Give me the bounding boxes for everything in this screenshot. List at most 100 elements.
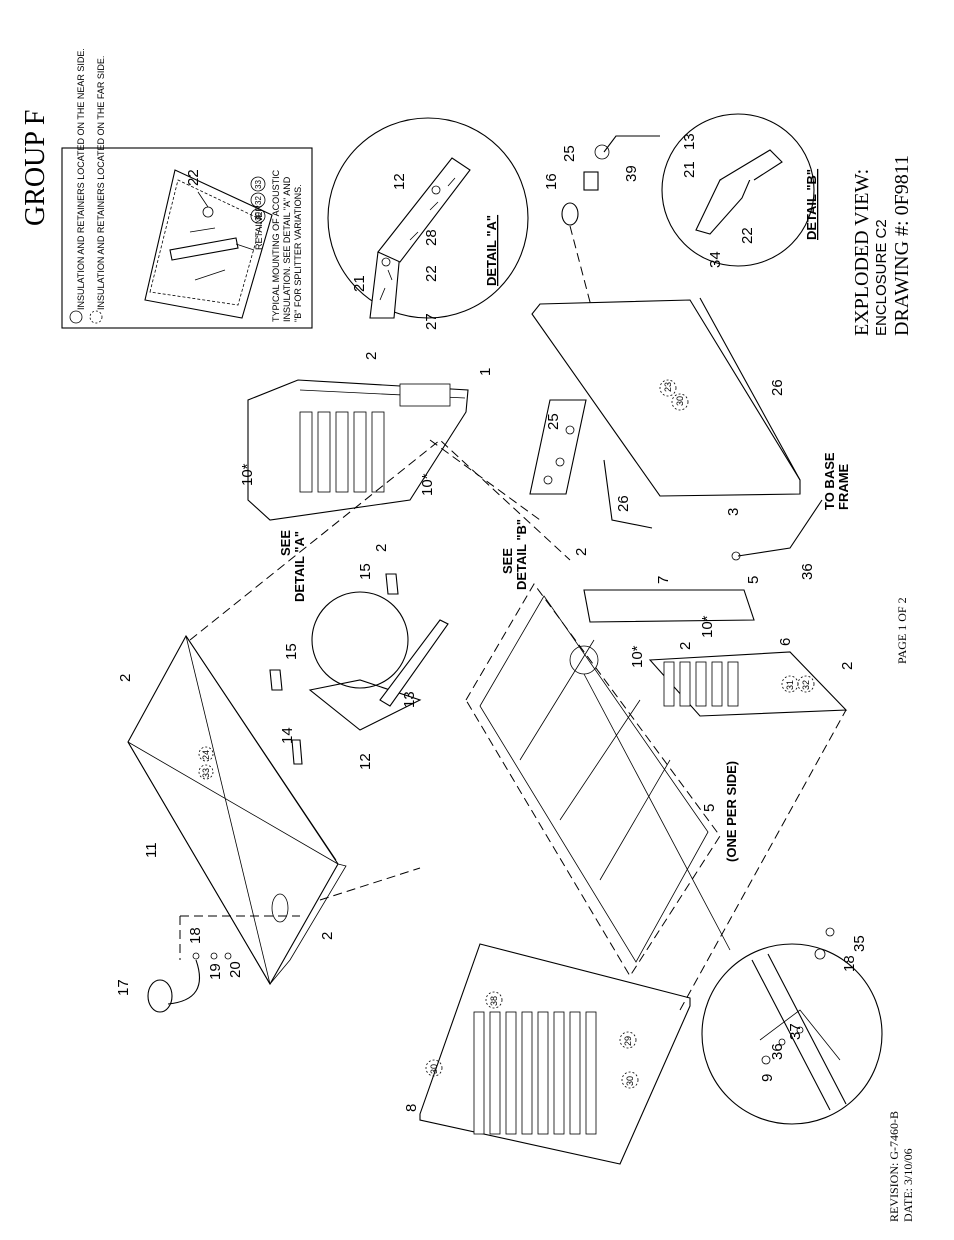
solid-circle-icon [69, 310, 83, 324]
callout-3: 3 [725, 508, 742, 516]
callout-8: 8 [403, 1104, 420, 1112]
revision-line-1: REVISION: G-7460-B [887, 1111, 901, 1222]
callout-2-mid: 2 [373, 544, 390, 552]
circled-30-p8a: 30 [429, 1064, 439, 1074]
callout-25: 25 [545, 413, 562, 430]
detail-a-callout-21: 21 [351, 275, 368, 292]
circled-30-p3: 30 [675, 396, 685, 406]
callout-10-p7a: 10* [629, 645, 646, 668]
detail-a-title: DETAIL "A" [484, 215, 499, 286]
detail-b-callout-34: 34 [707, 251, 724, 268]
to-base-2: FRAME [836, 463, 851, 510]
callout-2-detb: 2 [573, 548, 590, 556]
see-detail-b-1: SEE [500, 548, 515, 574]
detail-c-callout-37: 37 [787, 1023, 804, 1040]
callout-1: 1 [477, 368, 494, 376]
detail-b-callout-13: 13 [681, 133, 698, 150]
detail-a-callout-12: 12 [391, 173, 408, 190]
callout-2-p6: 2 [839, 662, 856, 670]
assembly-dashed-lines [189, 439, 847, 1011]
callout-6: 6 [777, 638, 794, 646]
part-1-side-panel: 1 2 10* 10* [239, 352, 494, 521]
legend-retainer: RETAINER [254, 205, 264, 250]
circled-33: 33 [201, 768, 211, 778]
callout-2-roof: 2 [117, 674, 134, 682]
part-8-front-panel: 30 38 29 30 8 [403, 943, 691, 1165]
callout-19: 19 [207, 963, 224, 980]
revision-line-2: DATE: 3/10/06 [901, 1148, 915, 1222]
callout-13: 13 [401, 691, 418, 708]
base-frame: 5 (ONE PER SIDE) [465, 583, 739, 977]
callout-26-b: 26 [615, 495, 632, 512]
page-number: PAGE 1 OF 2 [895, 597, 909, 664]
circled-32: 32 [801, 680, 811, 690]
callout-2-roof-b: 2 [319, 932, 336, 940]
detail-c-callout-18: 18 [841, 955, 858, 972]
circled-38: 38 [489, 996, 499, 1006]
title-line-3: DRAWING #: 0F9811 [891, 155, 913, 336]
callout-5-left: 5 [701, 804, 718, 812]
callout-10-p7b: 10* [699, 615, 716, 638]
detail-a-callout-22: 22 [423, 265, 440, 282]
callout-20: 20 [227, 961, 244, 978]
callout-7: 7 [655, 576, 672, 584]
title-line-2: ENCLOSURE C2 [873, 219, 890, 336]
detail-c-callout-36: 36 [769, 1043, 786, 1060]
legend-callout-22: 22 [185, 169, 202, 186]
part-25-plate: 25 26 [529, 399, 653, 529]
circled-24: 24 [201, 750, 211, 760]
callout-14: 14 [279, 727, 296, 744]
lifting-eye: 17 18 19 20 [115, 915, 300, 1013]
title-line-1: EXPLODED VIEW: [851, 169, 873, 336]
part-3-panel: 23 30 26 3 [531, 297, 801, 516]
callout-18-top: 18 [187, 927, 204, 944]
detail-c-callout-35: 35 [851, 935, 868, 952]
to-base-1: TO BASE [822, 452, 837, 510]
callout-39: 39 [623, 165, 640, 182]
callout-36-right: 36 [799, 563, 816, 580]
part-11-roof: 24 33 11 2 2 [117, 634, 347, 986]
callout-10-p1a: 10* [239, 463, 256, 486]
part-7: 7 10* 2 10* [583, 576, 755, 668]
circled-23: 23 [663, 382, 673, 392]
legend-near-side: INSULATION AND RETAINERS LOCATED ON THE … [76, 48, 86, 310]
legend-far-side: INSULATION AND RETAINERS LOCATED ON THE … [96, 56, 106, 310]
see-detail-a-1: SEE [278, 530, 293, 556]
callout-25-top: 25 [561, 145, 578, 162]
splitters: 15 15 14 12 13 SEE DETAIL "A" 2 SEE DETA… [269, 519, 590, 770]
detail-b-callout-22: 22 [739, 227, 756, 244]
see-detail-a-2: DETAIL "A" [292, 531, 307, 602]
detail-a-callout-28: 28 [423, 229, 440, 246]
group-title: GROUP F [20, 110, 51, 226]
detail-b: 21 13 22 34 DETAIL "B" [661, 113, 819, 268]
callout-11: 11 [143, 842, 160, 858]
detail-b-callout-21: 21 [681, 161, 698, 178]
legend-typical-2: INSULATION. SEE DETAIL "A" AND [282, 176, 292, 322]
legend-typical-3: "B" FOR SPLITTER VARIATIONS. [293, 184, 303, 322]
detail-c: 9 36 37 18 35 [701, 927, 883, 1125]
legend-typical-1: TYPICAL MOUNTING OF ACOUSTIC [271, 169, 281, 322]
part-6-panel: 31 32 6 2 [648, 638, 856, 717]
retainer-num-33: 33 [254, 180, 263, 189]
circled-29: 29 [623, 1036, 633, 1046]
callout-12: 12 [357, 753, 374, 770]
detail-c-callout-9: 9 [759, 1074, 776, 1082]
retainer-num-32: 32 [254, 196, 263, 205]
callout-2-p7: 2 [677, 642, 694, 650]
circled-30-p8b: 30 [625, 1076, 635, 1086]
retainer-num-30: 30 [254, 212, 263, 221]
callout-26-a: 26 [769, 379, 786, 396]
circled-31: 31 [785, 680, 795, 690]
dashed-circle-icon [89, 310, 103, 324]
callout-5-right: 5 [745, 576, 762, 584]
one-per-side: (ONE PER SIDE) [724, 761, 739, 862]
callout-10-p1b: 10* [419, 473, 436, 496]
legend-box: INSULATION AND RETAINERS LOCATED ON THE … [61, 48, 313, 329]
detail-b-title: DETAIL "B" [804, 169, 819, 240]
detail-a-callout-27: 27 [423, 313, 440, 330]
callout-15-b: 15 [357, 563, 374, 580]
see-detail-b-2: DETAIL "B" [514, 519, 529, 590]
callout-17: 17 [115, 979, 132, 996]
